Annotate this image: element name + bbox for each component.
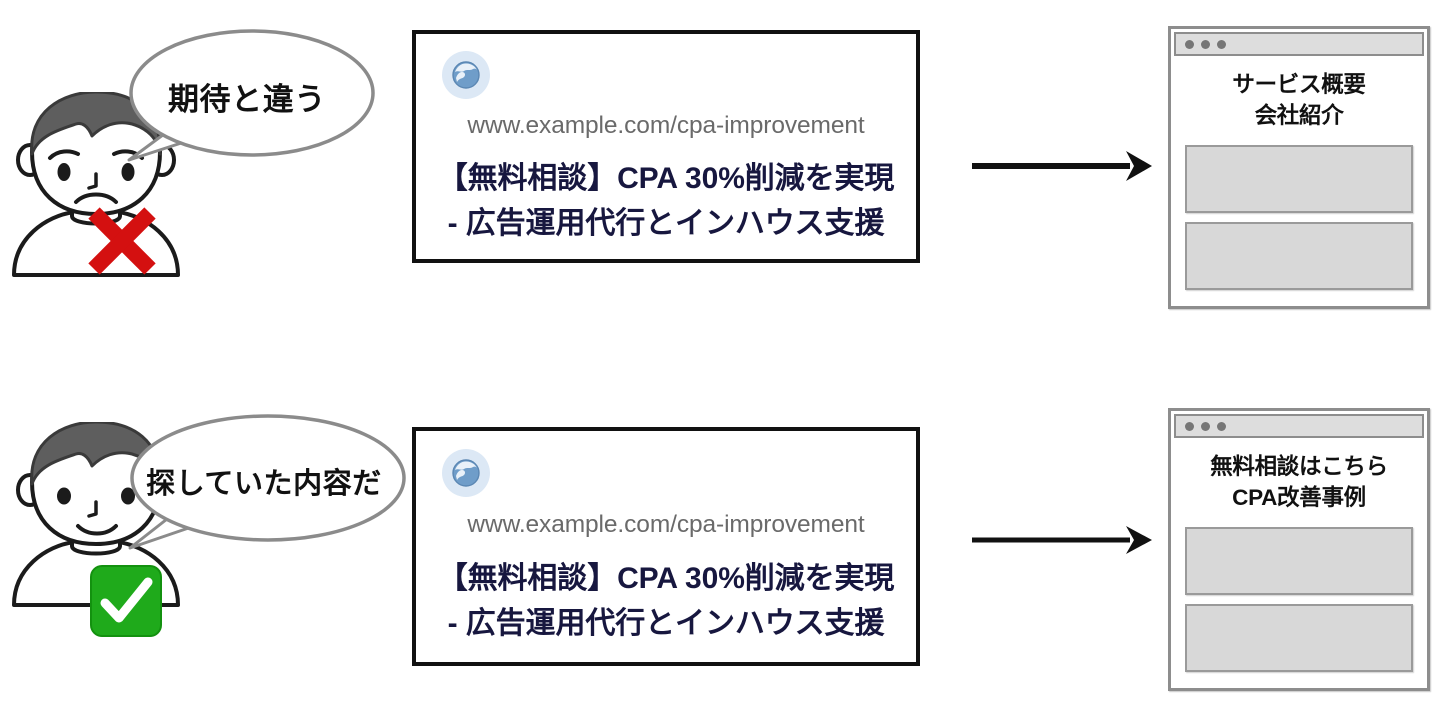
- window-dot-maximize-icon: [1217, 421, 1226, 431]
- content-block: [1185, 145, 1413, 213]
- ad-card-match[interactable]: www.example.com/cpa-improvement 【無料相談】CP…: [412, 427, 920, 666]
- content-block: [1185, 604, 1413, 672]
- content-block: [1185, 527, 1413, 595]
- ad-display-url: www.example.com/cpa-improvement: [467, 511, 865, 538]
- browser-titlebar: [1174, 32, 1424, 56]
- flow-arrow-right: [968, 520, 1158, 560]
- globe-icon: [442, 449, 490, 497]
- flow-arrow-right: [968, 146, 1158, 186]
- landing-page-heading-line-2: 会社紹介: [1254, 103, 1344, 128]
- landing-page-content-blocks: [1185, 527, 1413, 672]
- ad-headline-line-1[interactable]: 【無料相談】CPA 30%削減を実現: [437, 162, 895, 195]
- landing-page-mockup-match[interactable]: 無料相談はこちら CPA改善事例: [1168, 408, 1430, 691]
- ad-headline-line-1[interactable]: 【無料相談】CPA 30%削減を実現: [437, 562, 895, 595]
- landing-page-heading-line-1: 無料相談はこちら: [1210, 454, 1388, 479]
- window-dot-maximize-icon: [1217, 39, 1226, 49]
- spacer: [1171, 672, 1427, 688]
- landing-page-heading-line-1: サービス概要: [1232, 72, 1366, 97]
- ad-headline-line-2[interactable]: - 広告運用代行とインハウス支援: [447, 207, 885, 240]
- speech-bubble-text: 期待と違う: [167, 82, 327, 117]
- window-dot-minimize-icon: [1201, 421, 1210, 431]
- speech-bubble-text: 探していた内容だ: [146, 468, 382, 500]
- window-dot-close-icon: [1185, 39, 1194, 49]
- row-match: 探していた内容だ www.example.com/cpa-improvement…: [0, 390, 1446, 716]
- spacer: [1171, 290, 1427, 306]
- ad-display-url: www.example.com/cpa-improvement: [467, 112, 865, 139]
- window-dot-minimize-icon: [1201, 39, 1210, 49]
- browser-titlebar: [1174, 414, 1424, 438]
- globe-icon: [442, 51, 490, 99]
- persona-frowning-person: [6, 92, 186, 277]
- x-mark-icon: [84, 203, 160, 279]
- landing-page-content-blocks: [1185, 145, 1413, 290]
- content-block: [1185, 222, 1413, 290]
- speech-bubble-mismatch: 期待と違う: [113, 22, 381, 190]
- landing-page-mockup-mismatch[interactable]: サービス概要 会社紹介: [1168, 26, 1430, 309]
- landing-page-heading-line-2: CPA改善事例: [1232, 485, 1366, 510]
- window-dot-close-icon: [1185, 421, 1194, 431]
- ad-headline-line-2[interactable]: - 広告運用代行とインハウス支援: [447, 607, 885, 640]
- speech-bubble-match: 探していた内容だ: [118, 408, 410, 576]
- row-mismatch: 期待と違う www.example.com/cpa-improvement 【無…: [6, 22, 1430, 309]
- check-mark-icon: [88, 563, 164, 639]
- ad-card-mismatch[interactable]: www.example.com/cpa-improvement 【無料相談】CP…: [412, 30, 920, 263]
